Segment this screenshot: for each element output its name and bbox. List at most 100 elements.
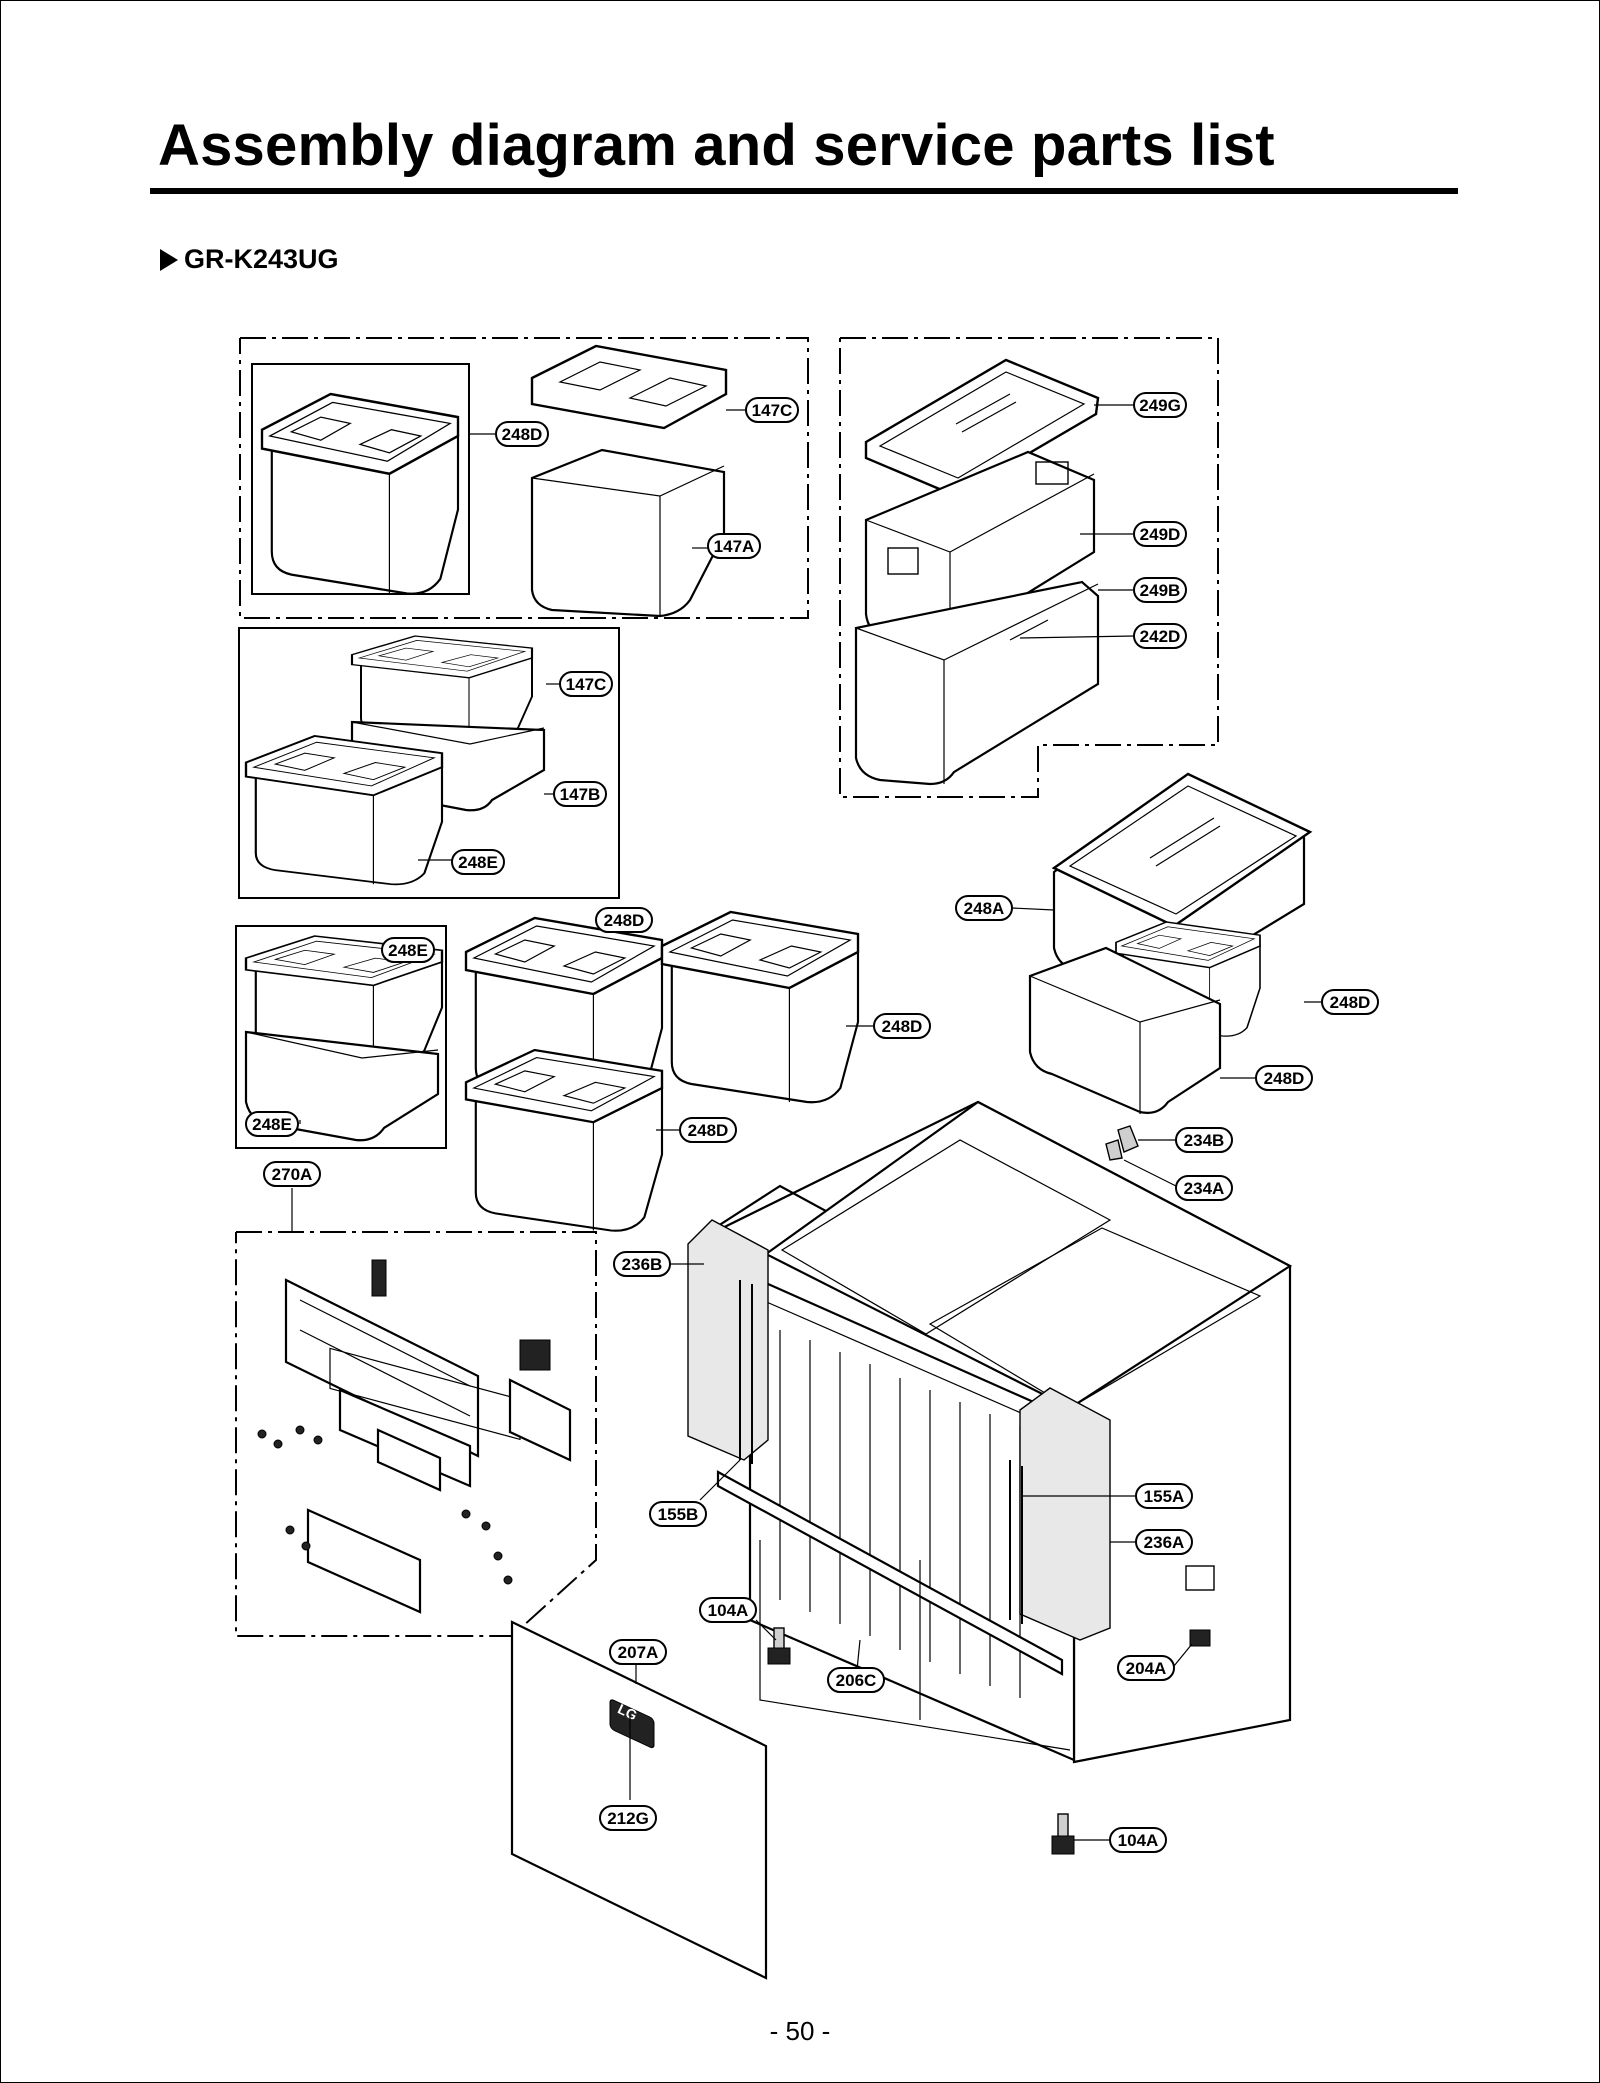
front-panel-207a — [510, 1620, 768, 1980]
cover-234b — [1117, 1125, 1139, 1153]
page-number: - 50 - — [769, 2016, 831, 2046]
svg-text:249B: 249B — [1140, 581, 1181, 600]
lg-logo: LG — [609, 1699, 655, 1749]
svg-text:104A: 104A — [708, 1601, 749, 1620]
page-title: Assembly diagram and service parts list — [158, 113, 1275, 178]
callout-234b: 234B — [1175, 1127, 1233, 1153]
callout-206c: 206C — [827, 1667, 885, 1693]
callout-212g: 212G — [599, 1805, 657, 1831]
callout-104a-bottom: 104A — [1109, 1827, 1167, 1853]
svg-text:270A: 270A — [272, 1165, 313, 1184]
svg-text:248D: 248D — [604, 911, 645, 930]
container-lid-249g — [864, 358, 1100, 498]
leg-104a-bottom — [1051, 1813, 1075, 1855]
rail-155a — [1009, 1460, 1023, 1624]
callout-248d-frame: 248D — [495, 421, 549, 447]
callout-236b: 236B — [613, 1251, 671, 1277]
svg-text:236B: 236B — [622, 1255, 663, 1274]
svg-text:147A: 147A — [714, 537, 755, 556]
svg-text:242D: 242D — [1140, 627, 1181, 646]
callout-242d: 242D — [1133, 623, 1187, 649]
callout-147b: 147B — [553, 781, 607, 807]
callout-248d-right-back: 248D — [1321, 989, 1379, 1015]
svg-text:147C: 147C — [752, 401, 793, 420]
svg-text:207A: 207A — [618, 1643, 659, 1662]
control-panel-parts — [257, 1259, 572, 1614]
callout-248a: 248A — [955, 895, 1013, 921]
callout-248d-center: 248D — [873, 1013, 931, 1039]
svg-text:147B: 147B — [560, 785, 601, 804]
callout-248e-left-top: 248E — [381, 937, 435, 963]
callout-270a: 270A — [263, 1161, 321, 1187]
callout-236a: 236A — [1135, 1529, 1193, 1555]
svg-text:204A: 204A — [1126, 1659, 1167, 1678]
container-248e-middle — [244, 734, 444, 886]
group-frame-inner-248d — [251, 363, 470, 595]
callout-249b: 249B — [1133, 577, 1187, 603]
container-248d-top-left — [260, 392, 460, 595]
rail-155b — [739, 1280, 753, 1464]
svg-text:248D: 248D — [1330, 993, 1371, 1012]
svg-text:234B: 234B — [1184, 1131, 1225, 1150]
callout-248e-left-bottom: 248E — [245, 1111, 299, 1137]
svg-text:249G: 249G — [1139, 396, 1181, 415]
group-frame-248e — [235, 925, 447, 1149]
callout-249d: 249D — [1133, 521, 1187, 547]
svg-text:212G: 212G — [607, 1809, 649, 1828]
svg-text:155B: 155B — [658, 1505, 699, 1524]
title-underline — [150, 188, 1458, 194]
leg-104a-front — [767, 1627, 791, 1665]
svg-text:248D: 248D — [502, 425, 543, 444]
container-248d-center — [660, 910, 860, 1104]
container-147a — [530, 448, 726, 618]
group-frame-control-panel — [235, 1231, 597, 1637]
callout-234a: 234A — [1175, 1175, 1233, 1201]
model-heading: GR-K243UG — [160, 244, 339, 275]
leader-lines — [291, 404, 1322, 1841]
svg-text:248D: 248D — [688, 1121, 729, 1140]
group-frame-top-left — [239, 337, 809, 619]
callout-147a: 147A — [707, 533, 761, 559]
callout-155b: 155B — [649, 1501, 707, 1527]
svg-text:147C: 147C — [566, 675, 607, 694]
callout-207a: 207A — [609, 1639, 667, 1665]
callout-248d-middle-bottom: 248D — [679, 1117, 737, 1143]
callout-248d-middle-top: 248D — [595, 907, 653, 933]
bracket-234a — [1105, 1139, 1123, 1161]
callout-104a-front: 104A — [699, 1597, 757, 1623]
group-frame-middle-left — [238, 627, 620, 899]
svg-text:248D: 248D — [1264, 1069, 1305, 1088]
svg-text:234A: 234A — [1184, 1179, 1225, 1198]
model-number: GR-K243UG — [184, 244, 339, 274]
callout-249g: 249G — [1133, 392, 1187, 418]
container-248e-left-bottom — [244, 1030, 440, 1142]
callout-204a: 204A — [1117, 1655, 1175, 1681]
callout-147c-middle: 147C — [559, 671, 613, 697]
callout-248e-middle: 248E — [451, 849, 505, 875]
svg-text:236A: 236A — [1144, 1533, 1185, 1552]
svg-text:155A: 155A — [1144, 1487, 1185, 1506]
svg-text:206C: 206C — [836, 1671, 877, 1690]
svg-text:LG: LG — [615, 1701, 639, 1724]
svg-text:248A: 248A — [964, 899, 1005, 918]
container-248d-middle-2 — [464, 1048, 664, 1232]
container-242d — [854, 580, 1100, 786]
svg-text:249D: 249D — [1140, 525, 1181, 544]
container-248d-right-front — [1028, 946, 1222, 1114]
side-cover-236a — [1019, 1387, 1111, 1641]
container-lid-147c-top — [530, 344, 728, 430]
callout-248d-right-front: 248D — [1255, 1065, 1313, 1091]
callout-155a: 155A — [1135, 1483, 1193, 1509]
clip-204a — [1189, 1629, 1211, 1647]
side-cover-236b — [687, 1219, 769, 1461]
triangle-bullet-icon — [160, 248, 178, 271]
svg-text:248D: 248D — [882, 1017, 923, 1036]
svg-text:248E: 248E — [252, 1115, 292, 1134]
callout-147c-top: 147C — [745, 397, 799, 423]
group-frame-top-right — [839, 337, 1219, 798]
svg-text:248E: 248E — [388, 941, 428, 960]
svg-text:104A: 104A — [1118, 1831, 1159, 1850]
svg-text:248E: 248E — [458, 853, 498, 872]
drawer-cabinet — [689, 1100, 1293, 1764]
